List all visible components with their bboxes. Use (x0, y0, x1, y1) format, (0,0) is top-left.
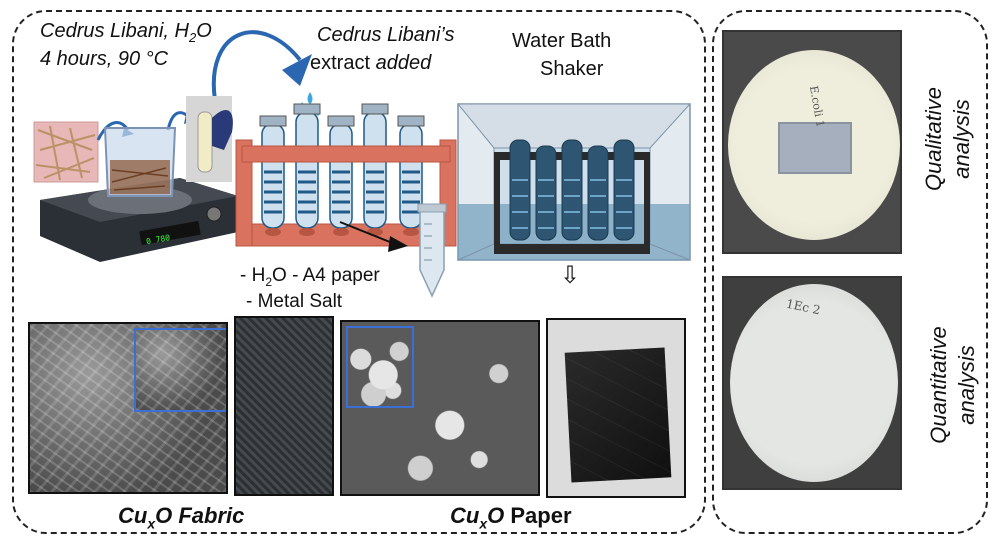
process-illustration: 0 780 (33, 30, 692, 298)
water-bath-label: Water Bath (512, 30, 612, 52)
fabric-label: CuxO Fabric (118, 503, 245, 532)
pointer-arrow-icon (388, 236, 408, 252)
shaker-label: Shaker (540, 58, 604, 80)
test-tube-rack-icon (235, 103, 457, 247)
dish-note-2: 1Ec 2 (784, 296, 822, 318)
svg-text:0 780: 0 780 (145, 233, 170, 246)
transfer-arrow-line (211, 30, 302, 101)
fabric-photo (234, 316, 334, 496)
transfer-arrow-head-icon (282, 54, 312, 86)
qualitative-dish-photo: E.coli 1 (722, 30, 902, 254)
petri-dish-1: E.coli 1 (728, 50, 900, 240)
conical-tube-icon (419, 209, 445, 298)
process-panel (12, 10, 706, 534)
qualitative-label: Qualitative (921, 87, 946, 191)
paper-sem-image (340, 320, 540, 496)
wood-chips-image (33, 121, 99, 183)
paper-photo (546, 318, 686, 498)
extraction-conditions-label: Cedrus Libani, H2O (40, 20, 212, 45)
analysis-panel (712, 10, 988, 534)
quantitative-dish-photo: 1Ec 2 (722, 276, 902, 490)
fabric-sem-image (28, 322, 228, 494)
extract-added-label-2: extract added (310, 52, 432, 74)
extract-added-label: Cedrus Libani’s (317, 24, 455, 46)
quantitative-label: Quantitative (926, 326, 951, 444)
gloved-hand-icon (212, 109, 233, 150)
water-bath-shaker-icon (456, 103, 692, 261)
paper-sem-inset (346, 326, 414, 408)
fabric-sem-inset (134, 328, 226, 412)
black-paper-sample (564, 347, 672, 483)
down-arrow-icon: ⇩ (560, 261, 581, 289)
drop-icon (307, 92, 313, 104)
quantitative-analysis-label: analysis (954, 345, 979, 425)
extraction-time-temp-label: 4 hours, 90 °C (40, 48, 169, 70)
ingredients-label: - H2O - A4 paper (240, 265, 380, 289)
paper-label: CuxO Paper (450, 503, 572, 532)
qualitative-analysis-label: analysis (949, 99, 974, 179)
sample-square (778, 122, 852, 174)
petri-dish-2: 1Ec 2 (730, 284, 898, 482)
metal-salt-label: - Metal Salt (246, 291, 343, 312)
